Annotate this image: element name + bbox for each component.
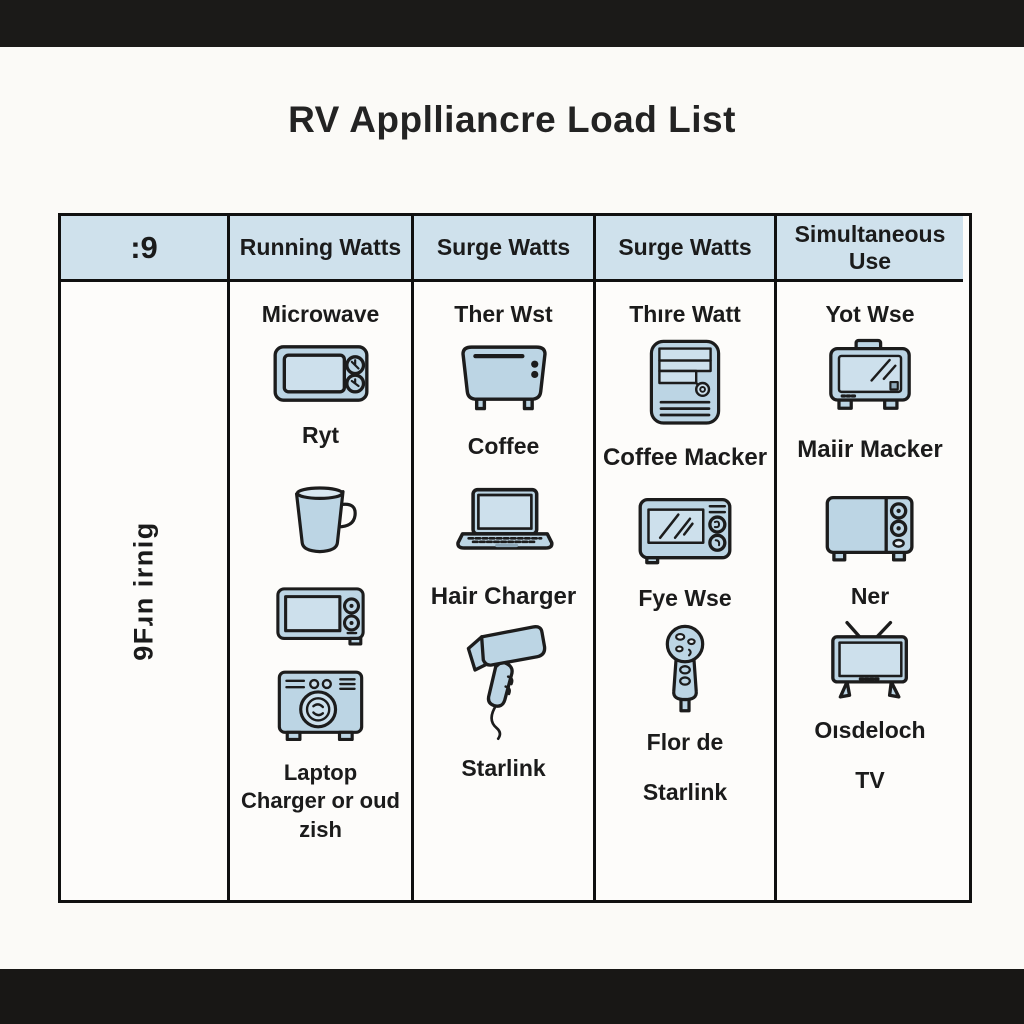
- header-cell-running-watts: Running Watts: [230, 216, 414, 282]
- header-cell-surge-watts-1: Surge Watts: [414, 216, 596, 282]
- header-label-3: Surge Watts: [618, 234, 752, 261]
- surge-watts-cell-2: Thıre Watt Coffee Macker: [596, 282, 777, 900]
- remote-plug-icon: [660, 624, 710, 714]
- mug-icon: [283, 481, 359, 559]
- bottom-black-bar: [0, 969, 1024, 1024]
- header-cell-0: :9: [61, 216, 230, 282]
- appliance-label: Ther Wst: [454, 301, 553, 327]
- appliance-label: Thıre Watt: [629, 301, 741, 327]
- header-cell-surge-watts-2: Surge Watts: [596, 216, 777, 282]
- microwave-knobs-icon: [822, 491, 918, 564]
- header-label-4: Simultaneous Use: [794, 221, 946, 274]
- appliance-label: Ner: [850, 583, 890, 610]
- appliance-label: Maiir Macker: [797, 435, 943, 463]
- top-black-bar: [0, 0, 1024, 47]
- appliance-label: Starlink: [461, 754, 546, 781]
- appliance-label: Microwave: [261, 301, 380, 327]
- laptop-icon: [451, 486, 557, 557]
- row-label-cell: 9Fɹn irnig: [61, 282, 230, 900]
- header-cell-simultaneous-use: Simultaneous Use: [777, 216, 963, 282]
- appliance-label: Starlink: [642, 778, 728, 805]
- appliance-label: Flor de: [646, 728, 724, 755]
- header-label-0: :9: [130, 229, 158, 265]
- surge-watts-cell-1: Ther Wst Coffee: [414, 282, 596, 900]
- microwave-icon: [271, 340, 371, 407]
- toaster-icon: [452, 342, 556, 412]
- appliance-label: Oısdeloch: [814, 716, 926, 743]
- appliance-label: Fye Wse: [638, 585, 732, 612]
- appliance-label: Yot Wse: [825, 301, 915, 327]
- simultaneous-use-cell: Yot Wse Maiir Macker: [777, 282, 963, 900]
- appliance-label: TV: [855, 766, 885, 793]
- appliance-label: Ryt: [301, 421, 340, 448]
- header-label-1: Running Watts: [239, 234, 402, 261]
- washing-machine-icon: [273, 667, 368, 743]
- microwave-icon: [273, 585, 368, 647]
- tv-icon: [822, 620, 918, 702]
- appliance-label: Coffee Macker: [602, 443, 768, 471]
- hair-dryer-icon: [458, 622, 550, 742]
- vertical-row-label: 9Fɹn irnig: [128, 521, 159, 661]
- appliance-label: Coffee: [467, 432, 540, 459]
- appliance-load-table: :9 Running Watts Surge Watts Surge Watts…: [58, 213, 972, 903]
- appliance-label: Laptop Charger or oud zish: [241, 759, 400, 842]
- coffee-maker-icon: [645, 338, 725, 428]
- page-title: RV Applliancre Load List: [288, 99, 736, 140]
- header-label-2: Surge Watts: [436, 234, 571, 261]
- toaster-oven-icon: [824, 338, 916, 418]
- microwave-window-icon: [635, 493, 735, 566]
- appliance-label: Hair Charger: [430, 582, 577, 610]
- running-watts-cell: Microwave Ryt: [230, 282, 414, 900]
